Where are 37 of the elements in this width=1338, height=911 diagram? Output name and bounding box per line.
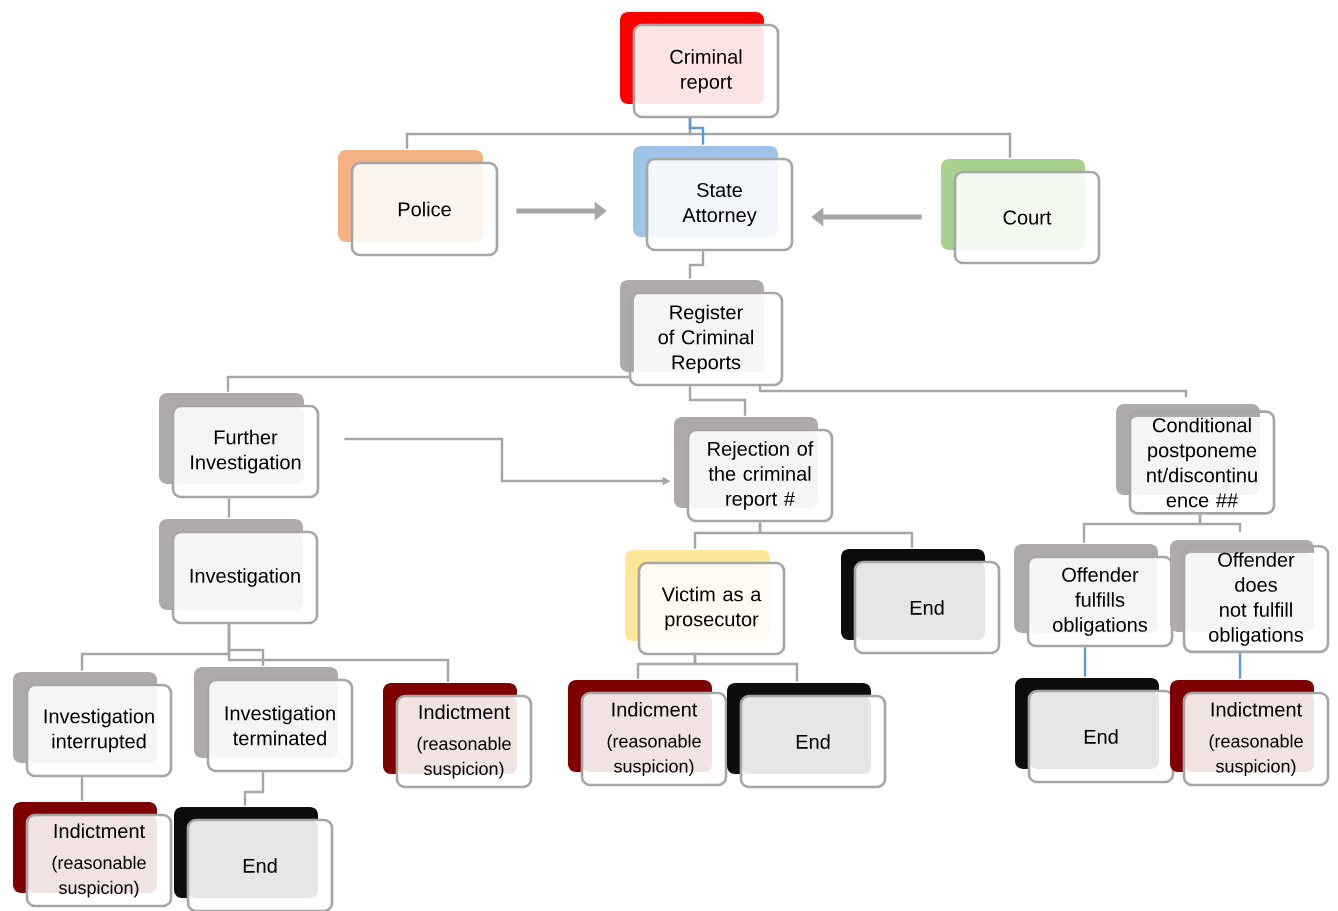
process-box: End <box>727 683 887 789</box>
process-box: Further Investigation <box>159 393 320 499</box>
process-box: Indictment (reasonable suspicion) <box>1170 680 1330 787</box>
process-box: End <box>174 807 334 911</box>
connector-line <box>693 655 799 682</box>
connector-line <box>227 498 231 518</box>
process-box: State Attorney <box>633 146 794 252</box>
process-box: Indictment (reasonable suspicion) <box>13 802 173 908</box>
connector-line <box>1083 647 1087 677</box>
process-box: Investigation <box>159 519 319 625</box>
process-box: Register of Criminal Reports <box>620 280 784 387</box>
process-box: Investigation terminated <box>194 667 354 773</box>
process-box: Offender does not fulfill obligations <box>1170 540 1330 654</box>
process-box: Conditional postponeme nt/discontinu ence ## <box>1116 404 1276 515</box>
process-box: End <box>1015 678 1175 784</box>
process-box: Victim as a prosecutor <box>625 550 786 656</box>
node-label: Offender fulfills obligations <box>1053 567 1148 636</box>
connector-line <box>758 522 914 548</box>
process-box: Rejection of the criminal report # <box>674 417 834 523</box>
process-box: Criminal report <box>620 12 780 119</box>
connector-line <box>227 624 450 682</box>
process-box: Police <box>338 150 499 257</box>
connector-line <box>226 375 629 392</box>
connector-line <box>758 386 1188 398</box>
connector-line <box>1238 653 1242 679</box>
process-box: End <box>841 549 1001 655</box>
connector-line <box>80 777 84 801</box>
process-box: Indictment (reasonable suspicion) <box>383 683 533 789</box>
connector-line <box>688 251 705 279</box>
connector-line <box>688 386 747 416</box>
process-box: Offender fulfills obligations <box>1014 544 1174 648</box>
process-box: Investigation interrupted <box>13 672 173 778</box>
process-box: Indicment (reasonable suspicion) <box>568 680 728 787</box>
connector-line <box>688 118 705 145</box>
connector-line <box>243 772 265 806</box>
connector-line <box>1198 514 1242 532</box>
process-box: Court <box>941 159 1101 265</box>
